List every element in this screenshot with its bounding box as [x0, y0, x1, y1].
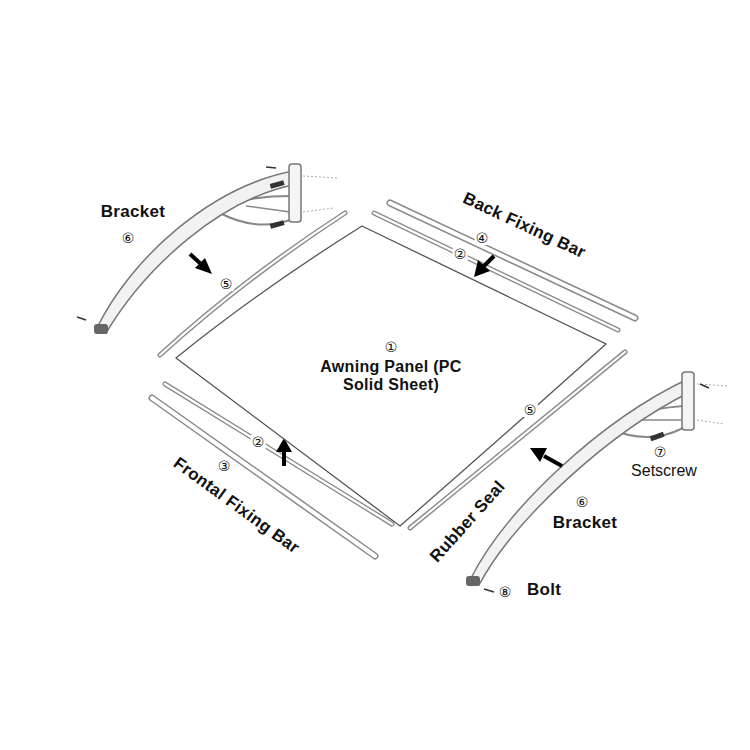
bracket-plate: [289, 164, 301, 222]
tick-mark: [77, 317, 86, 320]
callout-number: ①: [384, 340, 399, 354]
bracket-web: [246, 206, 290, 212]
part-name: Frontal Fixing Bar: [169, 454, 302, 558]
part-name: Awning Panel (PC Solid Sheet): [316, 358, 466, 395]
callout-number: ⑥: [121, 231, 136, 245]
arrow-shaft: [483, 256, 494, 267]
callout-number: ⑤: [523, 403, 538, 417]
part-name: Back Fixing Bar: [460, 189, 588, 262]
tick-mark: [484, 589, 494, 592]
bracket-web: [640, 419, 683, 421]
arrow-shaft: [282, 452, 286, 466]
part-name: Setscrew: [631, 462, 697, 480]
guide-line: [303, 208, 334, 212]
part-name: Bracket: [553, 514, 617, 533]
arrow-head: [195, 258, 212, 274]
tick-mark: [266, 167, 276, 168]
part-name: Bolt: [527, 581, 561, 600]
bolt-symbol: [466, 576, 480, 586]
bracket-plate: [682, 372, 694, 430]
arrow-shaft: [544, 456, 562, 466]
callout-number: ④: [475, 231, 490, 245]
panel-outline-path: [176, 226, 606, 526]
tick-mark: [700, 384, 709, 388]
setscrew-symbol: [270, 180, 285, 188]
part-name: Bracket: [101, 203, 165, 222]
setscrew-symbol: [650, 432, 665, 441]
callout-number: ⑧: [498, 585, 513, 599]
callout-number: ⑦: [653, 445, 668, 459]
setscrew-symbol: [270, 220, 285, 228]
callout-number: ⑤: [219, 277, 234, 291]
callout-number: ⑥: [575, 495, 590, 509]
arrow-head: [474, 260, 490, 277]
bracket-tip: [94, 324, 108, 334]
callout-number: ②: [251, 435, 266, 449]
awning-panel: ① Awning Panel (PC Solid Sheet): [170, 220, 612, 532]
guide-line: [697, 420, 724, 424]
guide-line: [303, 176, 338, 178]
arrow-head: [530, 448, 547, 462]
callout-number: ②: [453, 247, 468, 261]
callout-number: ③: [217, 459, 232, 473]
